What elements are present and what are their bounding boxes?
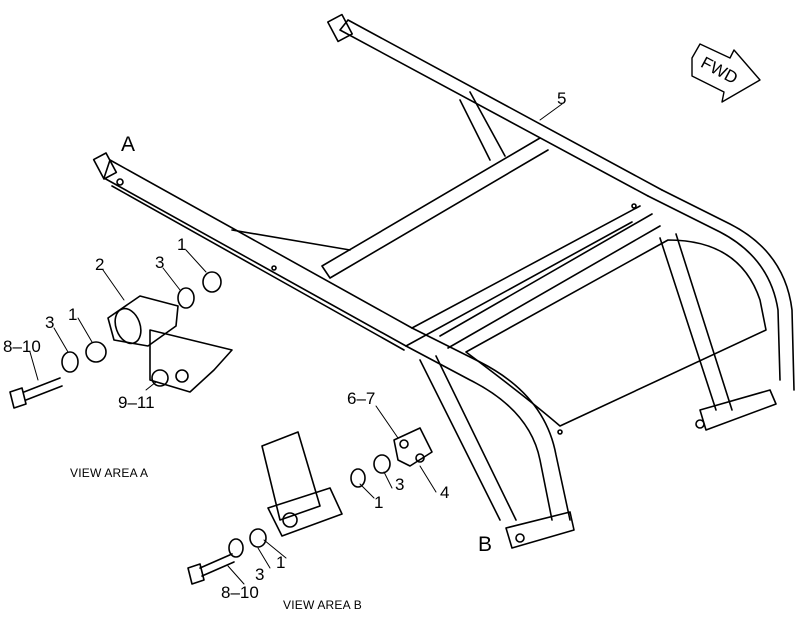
a-spacer-front-shape bbox=[61, 351, 79, 373]
a-rail-plate bbox=[149, 329, 233, 393]
b-mount-post bbox=[261, 431, 321, 521]
view-a-parts bbox=[9, 271, 233, 409]
rear-rail-end-cap bbox=[326, 13, 354, 43]
inner-loop bbox=[465, 239, 767, 427]
view-b-parts bbox=[187, 427, 433, 585]
callout-a-washer-back: 1 bbox=[177, 235, 187, 254]
callout-a-nut: 9–11 bbox=[118, 393, 155, 412]
callout-a-washer-front: 1 bbox=[68, 305, 78, 324]
callout-frame: 5 bbox=[557, 89, 567, 108]
b-mount-bracket bbox=[267, 487, 343, 537]
left-leg bbox=[419, 355, 517, 521]
left-brace bbox=[231, 229, 351, 251]
area-letter-b: B bbox=[478, 533, 493, 556]
callout-b-plate: 4 bbox=[440, 483, 450, 502]
callout-b-clip: 6–7 bbox=[347, 389, 376, 408]
b-plate-shape bbox=[393, 427, 433, 467]
front-rail bbox=[405, 327, 571, 521]
callout-b-washer-upper: 1 bbox=[374, 493, 384, 512]
a-washer-front-shape bbox=[85, 341, 107, 363]
caption-view-area-b: VIEW AREA B bbox=[283, 598, 362, 612]
callout-b-bolt: 8–10 bbox=[221, 583, 259, 602]
b-foot bbox=[505, 511, 575, 549]
cross-member-2 bbox=[439, 213, 661, 349]
callout-b-spacer-upper: 3 bbox=[395, 475, 405, 494]
callout-a-spacer-back: 3 bbox=[155, 253, 165, 272]
a-washer-back-shape bbox=[202, 271, 222, 293]
frame-assembly bbox=[92, 13, 795, 549]
area-letter-a: A bbox=[121, 133, 136, 156]
callout-a-bracket: 2 bbox=[95, 255, 105, 274]
caption-view-area-a: VIEW AREA A bbox=[70, 466, 149, 480]
fwd-arrow-icon bbox=[691, 43, 761, 103]
callout-b-washer-lower: 1 bbox=[276, 553, 286, 572]
left-rail-end-cap bbox=[92, 152, 118, 180]
a-bolt-shape bbox=[9, 377, 63, 409]
rear-rail bbox=[339, 19, 663, 197]
cross-member-1 bbox=[321, 137, 549, 279]
callout-a-bolt: 8–10 bbox=[3, 337, 41, 356]
left-rail bbox=[103, 159, 413, 347]
leader-lines bbox=[29, 103, 563, 585]
b-bolt-shape bbox=[187, 553, 235, 585]
rear-brace bbox=[459, 91, 506, 161]
a-bracket bbox=[107, 295, 179, 347]
callout-b-spacer-lower: 3 bbox=[255, 565, 265, 584]
a-spacer-back-shape bbox=[177, 287, 195, 309]
callout-a-spacer-front: 3 bbox=[45, 313, 55, 332]
